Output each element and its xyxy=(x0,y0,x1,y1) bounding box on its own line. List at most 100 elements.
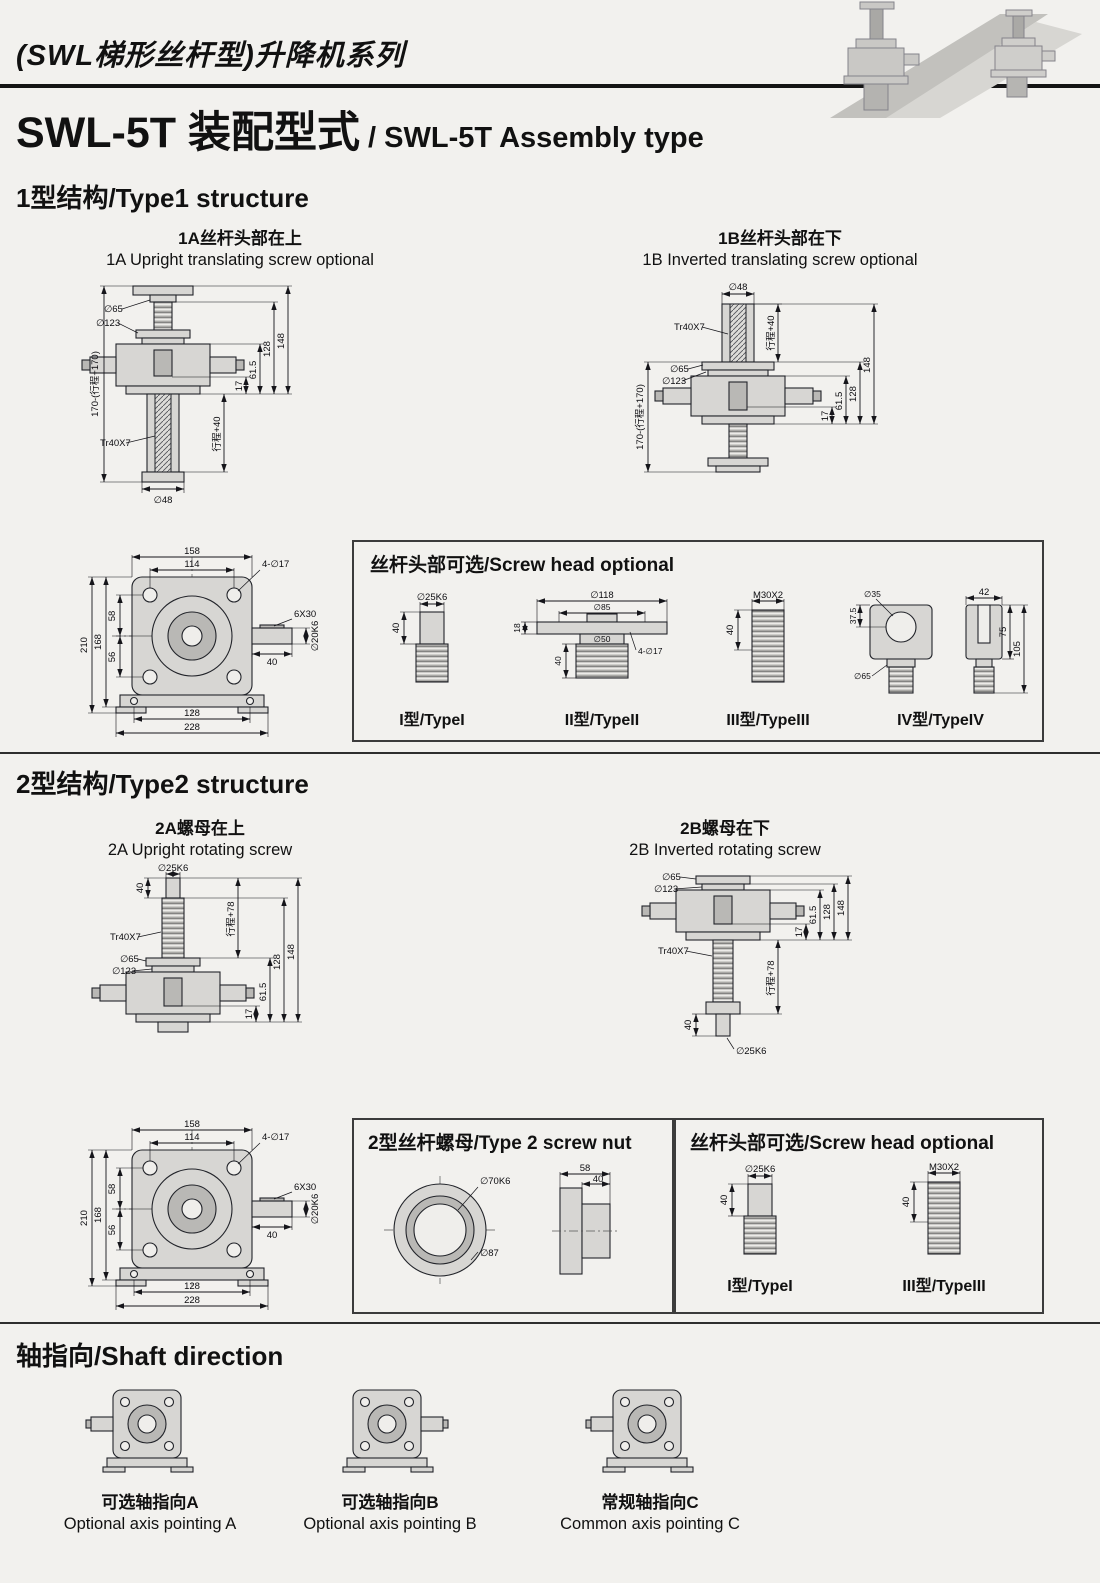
dim-fl2-114: 114 xyxy=(184,1132,199,1143)
dim-t3-thread: M30X2 xyxy=(753,590,783,601)
dim-2b-dia25: ∅25K6 xyxy=(736,1046,766,1057)
fig-2b-caption-en: 2B Inverted rotating screw xyxy=(629,841,821,860)
head-type4-drawing: ∅35 37.5 ∅65 42 75 105 xyxy=(848,587,1028,694)
jack-photo-left xyxy=(843,1,920,111)
shaft-c-caption-cn: 常规轴指向C xyxy=(601,1493,699,1512)
dim-2a-128: 128 xyxy=(272,954,283,970)
head-type1-drawing-s1: ∅25K6 40 xyxy=(391,592,449,683)
fig-1a-drawing: 170-(行程+170) ∅65 ∅123 17 61.5 128 148 行程… xyxy=(81,285,292,506)
dim-2a-148: 148 xyxy=(286,944,297,960)
dim-fl1-58: 58 xyxy=(107,611,118,622)
fig-2b-caption: 2B螺母在下 2B Inverted rotating screw xyxy=(560,818,890,862)
screw-nut-box xyxy=(352,1118,676,1314)
dim-t1-len: 40 xyxy=(391,623,402,634)
dim-2a-dia65: ∅65 xyxy=(120,954,139,965)
fig-2a-caption-cn: 2A螺母在上 xyxy=(155,819,245,838)
dim-t4-105: 105 xyxy=(1012,641,1023,657)
dim-t2-holes: 4-∅17 xyxy=(638,646,663,656)
dim-nut-dia87: ∅87 xyxy=(480,1248,499,1259)
shaft-b-caption-cn: 可选轴指向B xyxy=(341,1493,439,1512)
dim-fl1-128: 128 xyxy=(184,708,200,719)
dim-2b-dia65: ∅65 xyxy=(662,872,681,883)
dim-2a-615: 61.5 xyxy=(258,983,269,1002)
dim-1b-dia48: ∅48 xyxy=(729,282,748,293)
dim-t1b-len: 40 xyxy=(719,1195,730,1206)
dim-1b-stroke: 行程+40 xyxy=(765,315,777,350)
divider-2 xyxy=(0,1322,1100,1324)
dim-fl1-shaftlen: 40 xyxy=(267,657,278,668)
type1-label-s1: I型/TypeI xyxy=(399,712,465,729)
dim-fl1-holes: 4-∅17 xyxy=(262,559,289,570)
dim-fl2-210: 210 xyxy=(79,1210,90,1226)
product-photo xyxy=(830,1,1082,118)
head-type2-drawing: ∅118 ∅85 18 40 ∅50 4-∅17 xyxy=(512,590,668,679)
dim-1a-17: 17 xyxy=(234,381,245,392)
dim-fl2-shaftlen: 40 xyxy=(267,1230,278,1241)
section3-heading: 轴指向/Shaft direction xyxy=(16,1341,284,1371)
head-type3-drawing-s1: M30X2 40 xyxy=(725,590,785,683)
dim-1a-148: 148 xyxy=(276,333,287,349)
screw-head-optional-box-2 xyxy=(672,1118,1044,1314)
dim-fl1-168: 168 xyxy=(93,634,104,650)
dim-fl2-128: 128 xyxy=(184,1281,200,1292)
fig-1a-caption: 1A丝杆头部在上 1A Upright translating screw op… xyxy=(60,228,420,272)
dim-1a-dia48: ∅48 xyxy=(154,495,173,506)
dim-2b-128: 128 xyxy=(822,904,833,920)
dim-fl1-228: 228 xyxy=(184,722,200,733)
dim-1b-17: 17 xyxy=(820,411,831,422)
fig-1a-caption-cn: 1A丝杆头部在上 xyxy=(178,229,302,248)
dim-2a-stroke: 行程+78 xyxy=(225,901,237,936)
page-title-cn: SWL-5T 装配型式 xyxy=(16,109,360,157)
shaft-direction-b-drawing xyxy=(342,1389,449,1473)
dim-fl2-holes: 4-∅17 xyxy=(262,1132,289,1143)
head-type1-drawing-s2: ∅25K6 40 xyxy=(719,1164,777,1255)
dim-t4-42: 42 xyxy=(979,587,990,598)
dim-1a-thread: Tr40X7 xyxy=(100,438,131,449)
header-rule xyxy=(0,84,1100,88)
fig-2b-caption-cn: 2B螺母在下 xyxy=(680,819,770,838)
jack-photo-right xyxy=(990,9,1056,98)
screw-nut-box-title: 2型丝杆螺母/Type 2 screw nut xyxy=(368,1133,632,1154)
gearbox-front-c xyxy=(585,1389,694,1473)
fig-2a-drawing: ∅25K6 40 行程+78 Tr40X7 ∅65 ∅123 17 61.5 1… xyxy=(91,863,302,1033)
dim-t2-dia50: ∅50 xyxy=(594,634,611,644)
dim-2a-dia123: ∅123 xyxy=(112,966,136,977)
dim-fl1-114: 114 xyxy=(184,559,199,570)
dim-t1-dia: ∅25K6 xyxy=(417,592,447,603)
fig-2b-dimensions: ∅65 ∅123 17 61.5 128 148 Tr40X7 行程+78 40… xyxy=(654,872,852,1057)
shaft-direction-b-caption: 可选轴指向B Optional axis pointing B xyxy=(275,1492,505,1536)
shaft-direction-a-caption: 可选轴指向A Optional axis pointing A xyxy=(35,1492,265,1536)
dim-t2-dia85: ∅85 xyxy=(594,602,611,612)
screw-nut-drawing: ∅70K6 ∅87 58 40 xyxy=(384,1163,618,1284)
dim-1b-128: 128 xyxy=(848,386,859,402)
dim-2a-thread: Tr40X7 xyxy=(110,932,141,943)
dim-fl2-228: 228 xyxy=(184,1295,200,1306)
type1-label-s2: I型/TypeI xyxy=(727,1278,793,1295)
dim-2b-dia123: ∅123 xyxy=(654,884,678,895)
dim-fl2-158: 158 xyxy=(184,1119,200,1130)
flange-drawing-1: 158 114 4-∅17 210 168 58 56 6X30 ∅20K6 4… xyxy=(79,546,321,737)
dim-fl2-168: 168 xyxy=(93,1207,104,1223)
dim-2b-148: 148 xyxy=(836,900,847,916)
section2-heading: 2型结构/Type2 structure xyxy=(16,769,309,799)
dim-1b-615: 61.5 xyxy=(834,392,845,411)
shaft-b-caption-en: Optional axis pointing B xyxy=(303,1515,477,1534)
type2-label: II型/TypeII xyxy=(564,712,640,729)
dim-fl1-shaftdia: ∅20K6 xyxy=(310,621,321,651)
dim-fl1-210: 210 xyxy=(79,637,90,653)
fig-2a-caption: 2A螺母在上 2A Upright rotating screw xyxy=(40,818,360,862)
dim-2a-17: 17 xyxy=(244,1009,255,1020)
divider-1 xyxy=(0,752,1100,754)
dim-t4-dia65: ∅65 xyxy=(854,671,871,681)
shaft-direction-c-caption: 常规轴指向C Common axis pointing C xyxy=(530,1492,770,1536)
dim-t4-75: 75 xyxy=(998,627,1009,638)
head-type3-drawing-s2: M30X2 40 xyxy=(901,1162,961,1255)
screw-head-optional-box-1 xyxy=(352,540,1044,742)
fig-2a-caption-en: 2A Upright rotating screw xyxy=(107,841,293,860)
dim-fl2-key: 6X30 xyxy=(294,1182,316,1193)
shaft-direction-a-drawing xyxy=(85,1389,194,1473)
fig-1b-caption-cn: 1B丝杆头部在下 xyxy=(718,229,842,248)
shaft-a-caption-cn: 可选轴指向A xyxy=(101,1493,199,1512)
dim-t4-375: 37.5 xyxy=(848,607,858,624)
